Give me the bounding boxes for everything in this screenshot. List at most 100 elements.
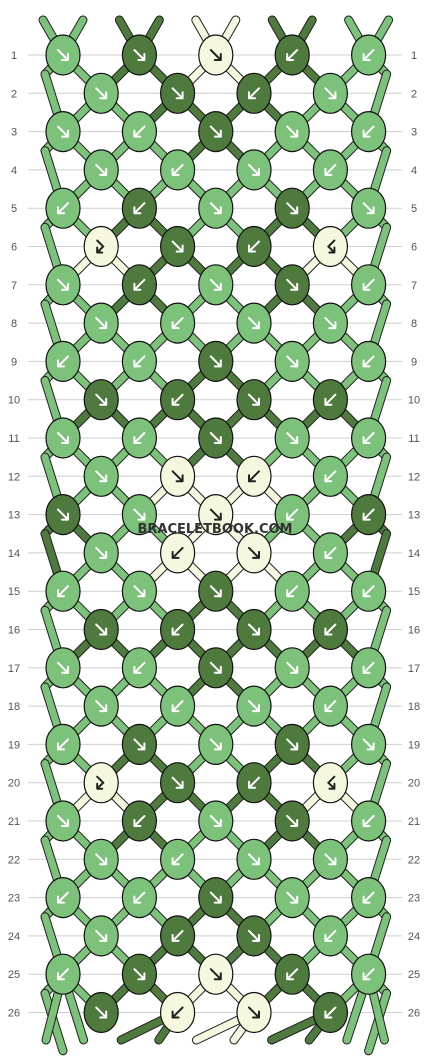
row-label-left: 8 <box>11 318 17 330</box>
knot <box>160 302 196 344</box>
knot <box>121 570 157 612</box>
strand-label-bottom: A <box>307 1044 313 1053</box>
knot-arrow-icon <box>57 355 69 368</box>
knot-arrow-icon <box>362 432 375 444</box>
knot-arrow-icon <box>324 546 337 559</box>
knot-arrow-icon <box>95 163 108 176</box>
knot <box>121 723 157 766</box>
knot-arrow-icon <box>248 776 260 789</box>
knot <box>351 493 387 536</box>
knot <box>312 685 348 727</box>
knot-arrow-icon <box>209 125 222 138</box>
strand-label-top: A <box>270 8 276 17</box>
knot-body <box>312 762 348 804</box>
knot <box>198 34 234 76</box>
row-label-left: 9 <box>11 356 17 368</box>
knot <box>83 302 119 344</box>
knot <box>45 111 81 153</box>
knot <box>236 149 272 191</box>
strand-label-top: B <box>40 8 45 17</box>
knot <box>45 493 81 536</box>
knot-arrow-icon <box>133 661 146 674</box>
knot-arrow-icon <box>171 700 184 713</box>
knot-arrow-icon <box>324 700 337 713</box>
strand-label-top: B <box>386 8 391 17</box>
knot <box>83 455 119 497</box>
knot <box>312 225 348 268</box>
knot-arrow-icon <box>171 317 184 330</box>
knot-arrow-icon <box>248 317 260 330</box>
knot-arrow-icon <box>248 853 260 866</box>
knot-arrow-icon <box>133 815 146 827</box>
strand-label-bottom: B <box>43 1044 48 1053</box>
knot-arrow-icon <box>171 853 184 866</box>
strand-label-top: B <box>346 8 351 17</box>
row-label-right: 25 <box>408 969 420 981</box>
knot-arrow-icon <box>248 700 260 713</box>
knot <box>198 647 234 689</box>
knot <box>121 800 157 842</box>
knot-arrow-icon <box>57 585 69 598</box>
knot-arrow-icon <box>95 546 108 559</box>
knot-arrow-icon <box>248 546 260 559</box>
knot-arrow-icon <box>326 775 336 790</box>
knot <box>312 762 348 804</box>
knot <box>121 111 157 153</box>
knot <box>351 723 387 766</box>
strand-label-bottom: B <box>344 1044 349 1053</box>
knot <box>83 685 119 727</box>
knot <box>236 302 272 344</box>
knot-arrow-icon <box>133 49 146 61</box>
knot-arrow-icon <box>57 49 69 61</box>
knot-body <box>312 225 348 268</box>
strand-label-top: B <box>80 8 85 17</box>
row-label-right: 24 <box>408 931 420 943</box>
knot <box>236 532 272 574</box>
knot <box>312 608 348 651</box>
knot-arrow-icon <box>209 738 222 751</box>
row-label-left: 6 <box>11 242 17 254</box>
row-label-left: 21 <box>8 816 20 828</box>
knot <box>121 340 157 382</box>
knot <box>351 111 387 153</box>
knot <box>160 225 196 268</box>
knot-arrow-icon <box>324 1006 337 1019</box>
knot <box>198 570 234 612</box>
knot-arrow-icon <box>248 1006 260 1019</box>
row-label-right: 6 <box>411 242 417 254</box>
row-label-right: 1 <box>411 50 417 62</box>
strand-label-top: A <box>117 8 123 17</box>
knot <box>83 72 119 114</box>
knot-arrow-icon <box>171 240 184 253</box>
row-label-right: 23 <box>408 893 420 905</box>
knot <box>351 570 387 612</box>
knot-arrow-icon <box>171 393 184 406</box>
knot <box>83 838 119 880</box>
watermark: BRACELETBOOK.COM <box>138 522 293 537</box>
knot <box>312 455 348 497</box>
knot-arrow-icon <box>324 470 337 483</box>
row-label-right: 15 <box>408 586 420 598</box>
knot <box>83 991 119 1034</box>
row-label-right: 17 <box>408 663 420 675</box>
row-label-right: 19 <box>408 739 420 751</box>
strand-label-bottom: C <box>231 1044 237 1053</box>
knot-arrow-icon <box>286 815 299 827</box>
strand-label-bottom: B <box>81 1044 86 1053</box>
strand-label-bottom: C <box>194 1044 200 1053</box>
knot <box>312 302 348 344</box>
knot <box>351 417 387 459</box>
knot <box>198 493 234 536</box>
knot-grid <box>45 34 387 1034</box>
knot-arrow-icon <box>57 202 69 215</box>
knot-arrow-icon <box>324 87 337 100</box>
strand-label-bottom: B <box>382 1044 387 1053</box>
row-label-left: 22 <box>8 854 20 866</box>
knot-arrow-icon <box>95 317 108 330</box>
knot-arrow-icon <box>209 815 222 827</box>
knot-arrow-icon <box>171 470 184 483</box>
knot <box>236 225 272 268</box>
knot <box>274 493 310 536</box>
